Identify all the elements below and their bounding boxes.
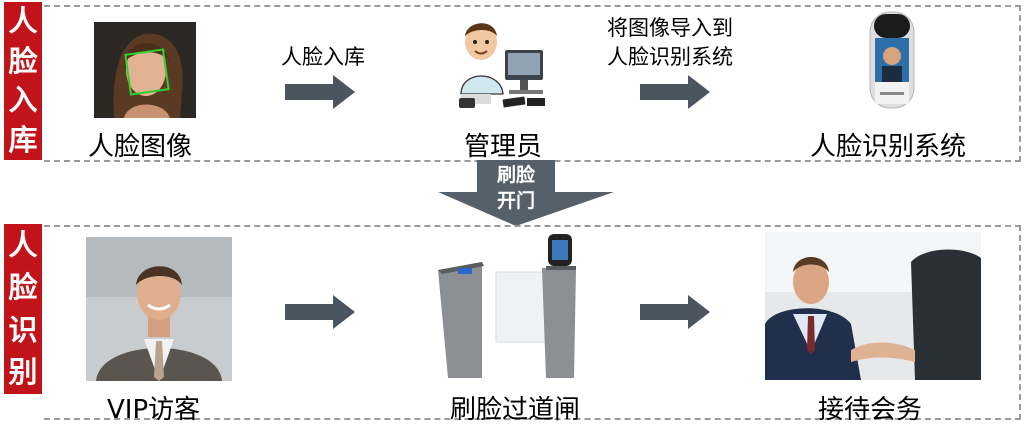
turnstile-gate-icon [438,234,576,378]
enroll-tag-char-1: 人 [8,4,38,39]
enroll-arrow2-label-line1: 将图像导入到 [607,16,733,40]
recognize-panel [44,225,1021,420]
right-arrow-icon [285,75,355,109]
face-image [94,22,196,118]
admin-label: 管理员 [464,132,543,162]
businessman-portrait-illustration [86,237,232,381]
face-gate-label: 刷脸过道闸 [450,395,581,425]
system-label: 人脸识别系统 [810,132,967,162]
enroll-arrow1-label: 人脸入库 [281,45,365,69]
enroll-tag-char-3: 入 [8,83,38,118]
recognize-tag-char-1: 人 [8,227,38,262]
recognize-tag-char-2: 脸 [8,270,38,305]
enroll-arrow2-label-line2: 人脸识别系统 [607,45,733,69]
banner-text: 刷脸 开门 [475,162,557,214]
recognize-tag-char-4: 别 [8,355,38,390]
banner-line2: 开门 [496,190,535,212]
banner-line1: 刷脸 [496,164,535,186]
enroll-tag-char-4: 库 [8,122,38,157]
woman-portrait-illustration [94,22,196,118]
recognize-side-tag: 人 脸 识 别 [4,224,42,394]
admin-illustration [457,14,549,114]
enroll-side-tag: 人 脸 入 库 [4,2,42,160]
enroll-tag-char-2: 脸 [8,43,38,78]
reception-label: 接待会务 [818,395,923,425]
face-image-label: 人脸图像 [88,132,193,162]
right-arrow-icon [640,75,710,109]
vip-visitor-image [86,237,232,381]
admin-at-computer-icon [459,23,545,108]
business-handshake-illustration [765,232,981,380]
recognize-tag-char-3: 识 [8,312,38,347]
right-arrow-icon [640,295,710,329]
face-terminal-image [866,10,918,116]
down-banner-arrow-icon [438,160,614,226]
face-terminal-device-icon [869,11,915,109]
right-arrow-icon [285,295,355,329]
face-gate-image [434,232,586,382]
vip-visitor-label: VIP访客 [107,395,201,425]
reception-image [765,232,981,380]
